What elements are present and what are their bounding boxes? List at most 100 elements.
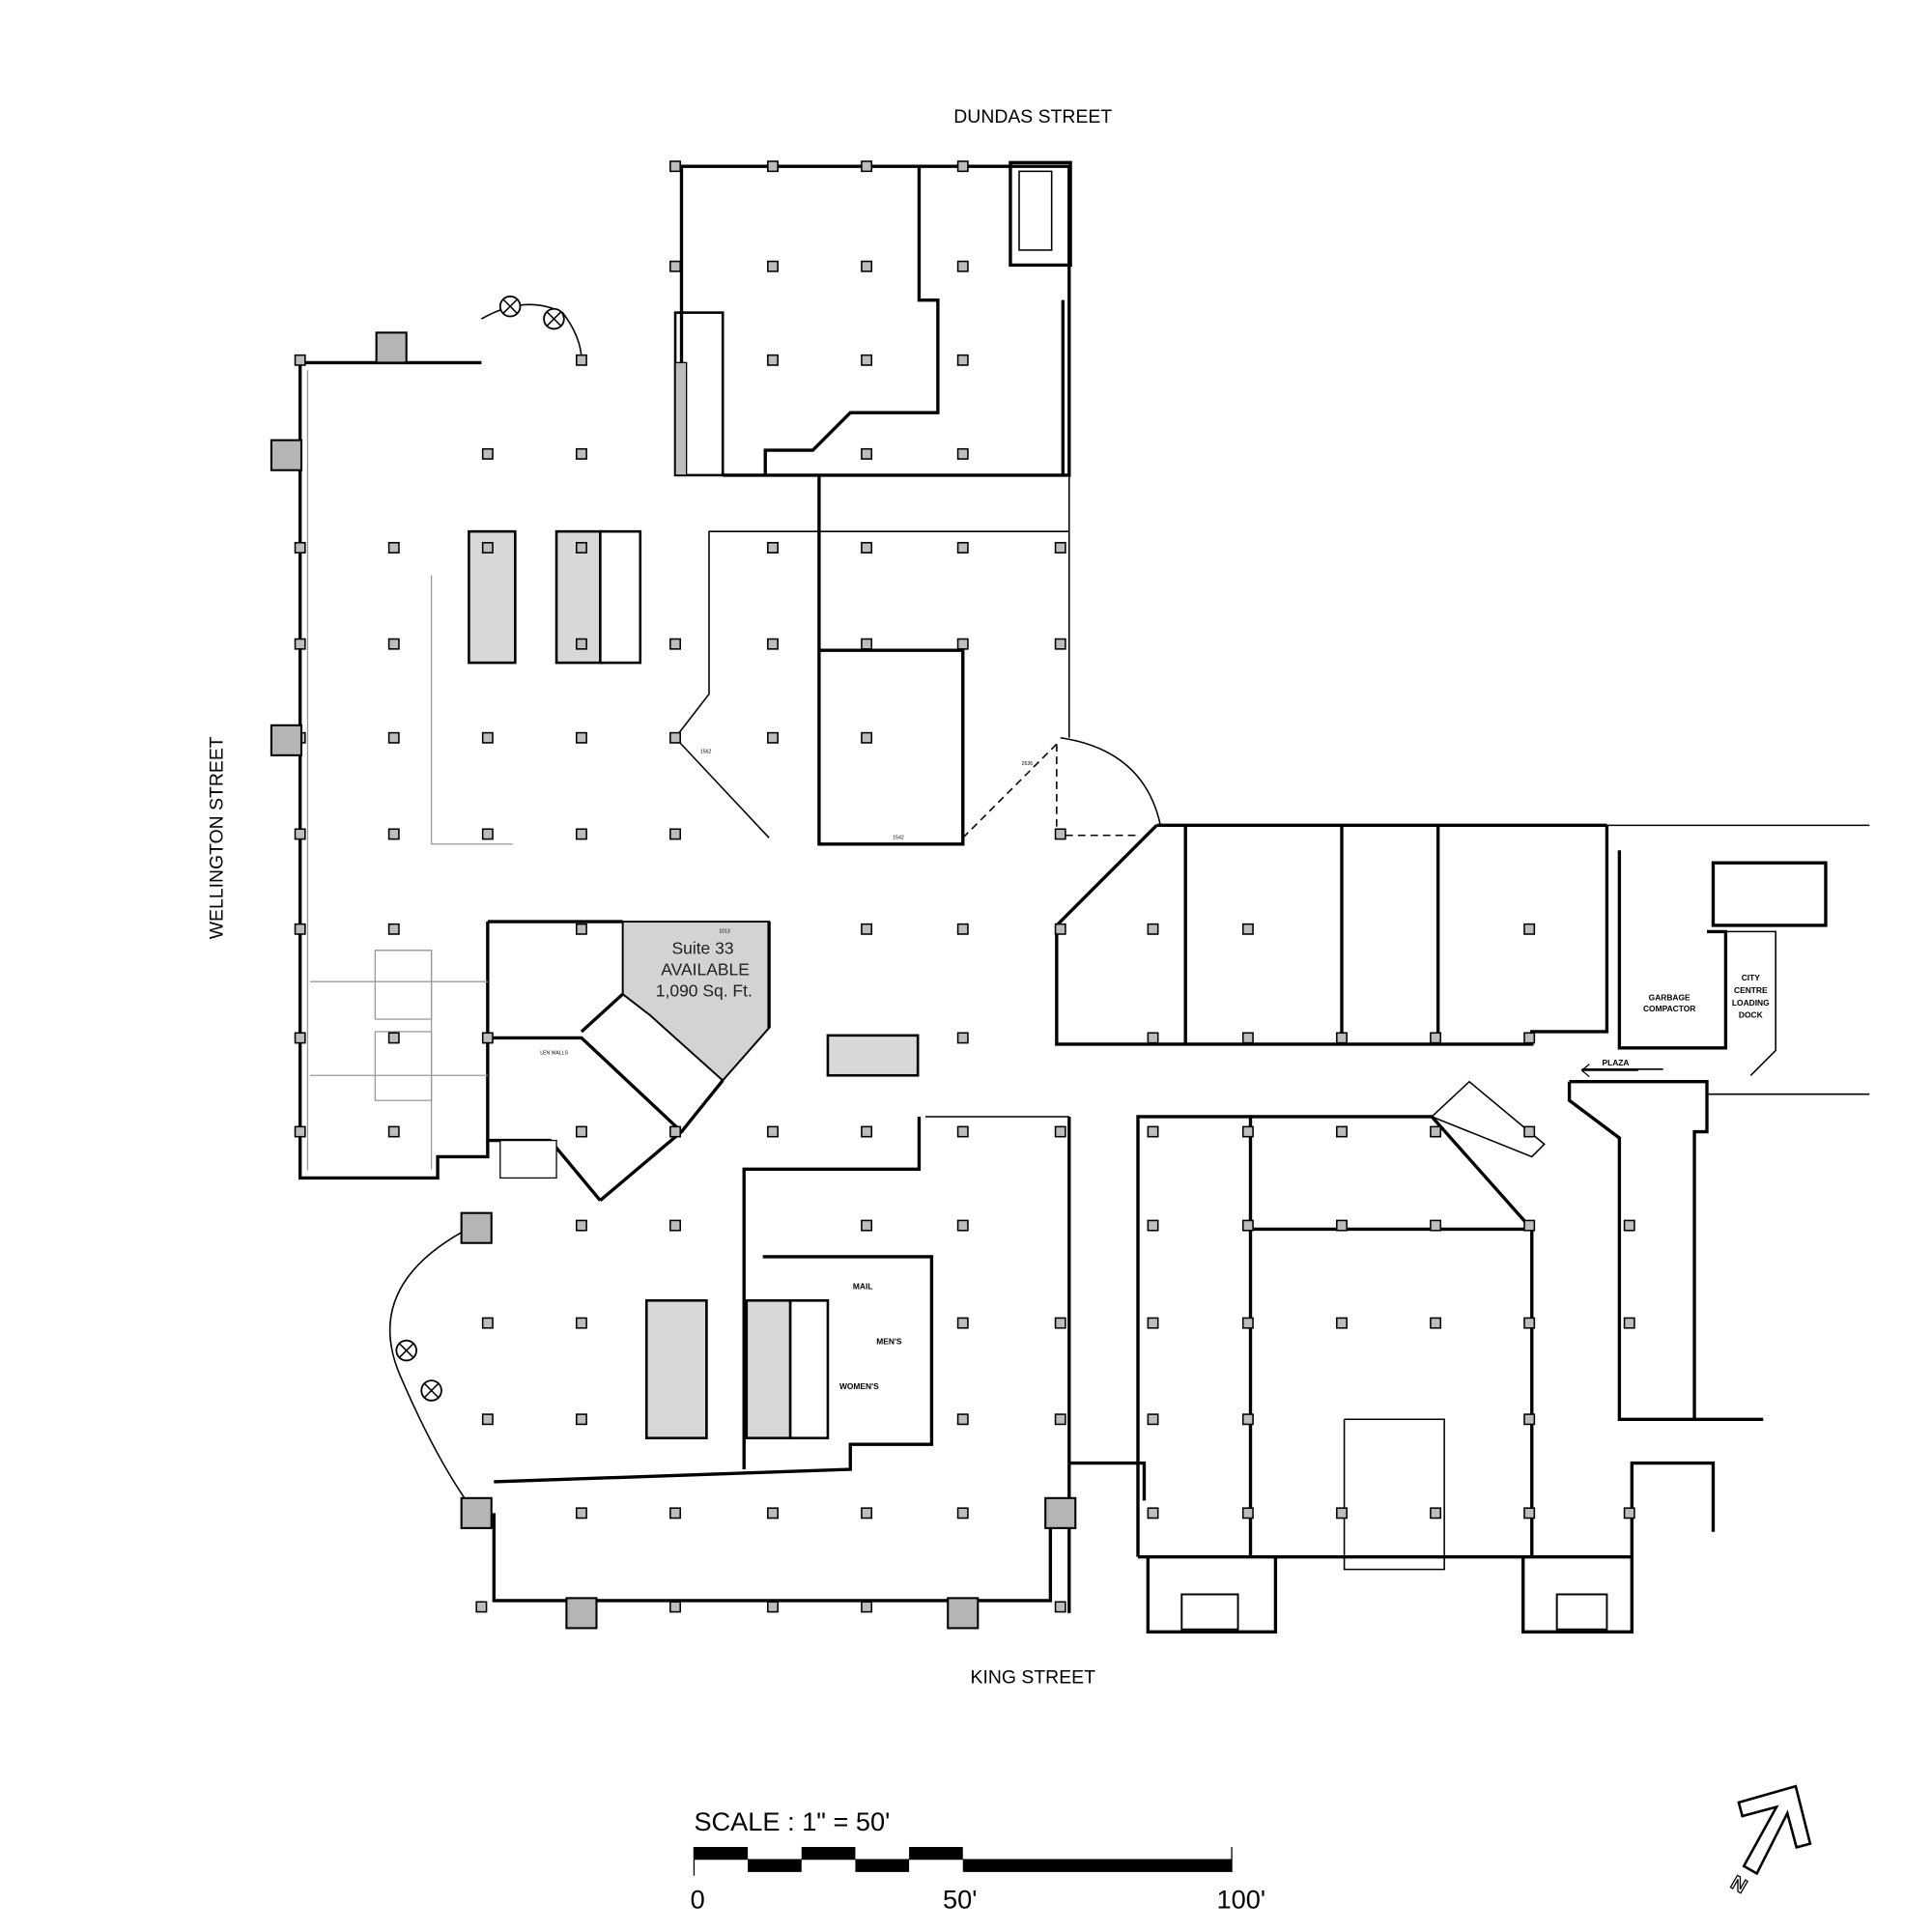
column bbox=[1054, 1601, 1066, 1613]
column bbox=[1430, 1125, 1442, 1138]
column bbox=[1430, 1032, 1442, 1044]
column bbox=[481, 1413, 494, 1426]
column bbox=[294, 638, 306, 650]
womens-room-label: WOMEN'S bbox=[839, 1381, 879, 1391]
column bbox=[1147, 923, 1159, 935]
suite-name[interactable]: Suite 33 bbox=[671, 939, 733, 958]
column bbox=[861, 1507, 873, 1520]
column bbox=[1430, 1507, 1442, 1520]
mens-room-label: MEN'S bbox=[876, 1337, 902, 1347]
column bbox=[767, 638, 779, 650]
column bbox=[575, 828, 587, 840]
column bbox=[1523, 923, 1536, 935]
unit-number: 2636 bbox=[1022, 761, 1034, 767]
column bbox=[1523, 1125, 1536, 1138]
column bbox=[1147, 1317, 1159, 1329]
column bbox=[956, 160, 969, 173]
column bbox=[1241, 1507, 1254, 1520]
column bbox=[387, 1125, 400, 1138]
column bbox=[1241, 923, 1254, 935]
light-fixture-icon bbox=[420, 1379, 442, 1402]
street-label-king: KING STREET bbox=[971, 1666, 1096, 1688]
column bbox=[575, 1317, 587, 1329]
large-columns bbox=[270, 331, 1077, 1630]
column bbox=[956, 1219, 969, 1232]
column bbox=[1241, 1219, 1254, 1232]
column bbox=[956, 260, 969, 272]
column bbox=[1241, 1125, 1254, 1138]
column bbox=[1336, 1125, 1348, 1138]
plaza-arrow-icon bbox=[1580, 1064, 1638, 1078]
suite-area: 1,090 Sq. Ft. bbox=[656, 981, 753, 1001]
column bbox=[481, 1317, 494, 1329]
column bbox=[575, 1125, 587, 1138]
column bbox=[575, 731, 587, 744]
column bbox=[1623, 1317, 1635, 1329]
large-column bbox=[1044, 1496, 1077, 1529]
scale-label-100: 100' bbox=[1217, 1884, 1266, 1914]
column bbox=[956, 1507, 969, 1520]
column bbox=[767, 1507, 779, 1520]
column bbox=[767, 731, 779, 744]
column bbox=[575, 1507, 587, 1520]
column bbox=[1430, 1317, 1442, 1329]
loading-label-4: DOCK bbox=[1739, 1010, 1763, 1020]
column bbox=[294, 542, 306, 554]
column bbox=[1054, 1125, 1066, 1138]
large-column bbox=[460, 1211, 493, 1244]
column bbox=[1241, 1317, 1254, 1329]
column bbox=[294, 1125, 306, 1138]
column bbox=[1054, 923, 1066, 935]
column bbox=[387, 542, 400, 554]
column bbox=[861, 260, 873, 272]
column bbox=[956, 1032, 969, 1044]
large-column bbox=[565, 1597, 598, 1630]
column bbox=[1147, 1507, 1159, 1520]
column bbox=[481, 447, 494, 460]
column bbox=[861, 354, 873, 366]
column bbox=[767, 1125, 779, 1138]
column bbox=[1147, 1125, 1159, 1138]
scale-label-50: 50' bbox=[943, 1884, 977, 1914]
column bbox=[956, 447, 969, 460]
column bbox=[1241, 1413, 1254, 1426]
light-fixture-icon bbox=[498, 295, 522, 318]
column bbox=[1147, 1032, 1159, 1044]
column bbox=[669, 638, 681, 650]
column bbox=[669, 731, 681, 744]
column bbox=[294, 354, 306, 366]
street-label-dundas: DUNDAS STREET bbox=[953, 106, 1112, 128]
column bbox=[669, 828, 681, 840]
column bbox=[1054, 638, 1066, 650]
column bbox=[481, 828, 494, 840]
column bbox=[1523, 1317, 1536, 1329]
large-column bbox=[460, 1496, 493, 1529]
column bbox=[575, 447, 587, 460]
column bbox=[956, 923, 969, 935]
column bbox=[1523, 1219, 1536, 1232]
light-fixture-icon bbox=[543, 307, 565, 330]
column bbox=[861, 1219, 873, 1232]
column bbox=[575, 1219, 587, 1232]
loading-label-2: CENTRE bbox=[1734, 985, 1768, 995]
column bbox=[1336, 1032, 1348, 1044]
loading-label-3: LOADING bbox=[1732, 998, 1770, 1008]
column bbox=[387, 923, 400, 935]
unit-number: 1542 bbox=[893, 836, 904, 841]
column bbox=[669, 1507, 681, 1520]
large-column bbox=[947, 1597, 980, 1630]
column bbox=[861, 160, 873, 173]
column bbox=[767, 260, 779, 272]
garbage-label-2: COMPACTOR bbox=[1643, 1004, 1695, 1013]
column bbox=[1054, 1413, 1066, 1426]
large-column bbox=[270, 439, 303, 471]
column bbox=[1623, 1219, 1635, 1232]
column bbox=[481, 1032, 494, 1044]
column bbox=[669, 1125, 681, 1138]
column bbox=[669, 160, 681, 173]
column bbox=[387, 638, 400, 650]
column bbox=[956, 542, 969, 554]
column bbox=[861, 923, 873, 935]
column bbox=[861, 447, 873, 460]
unit-number: 1562 bbox=[700, 749, 712, 754]
